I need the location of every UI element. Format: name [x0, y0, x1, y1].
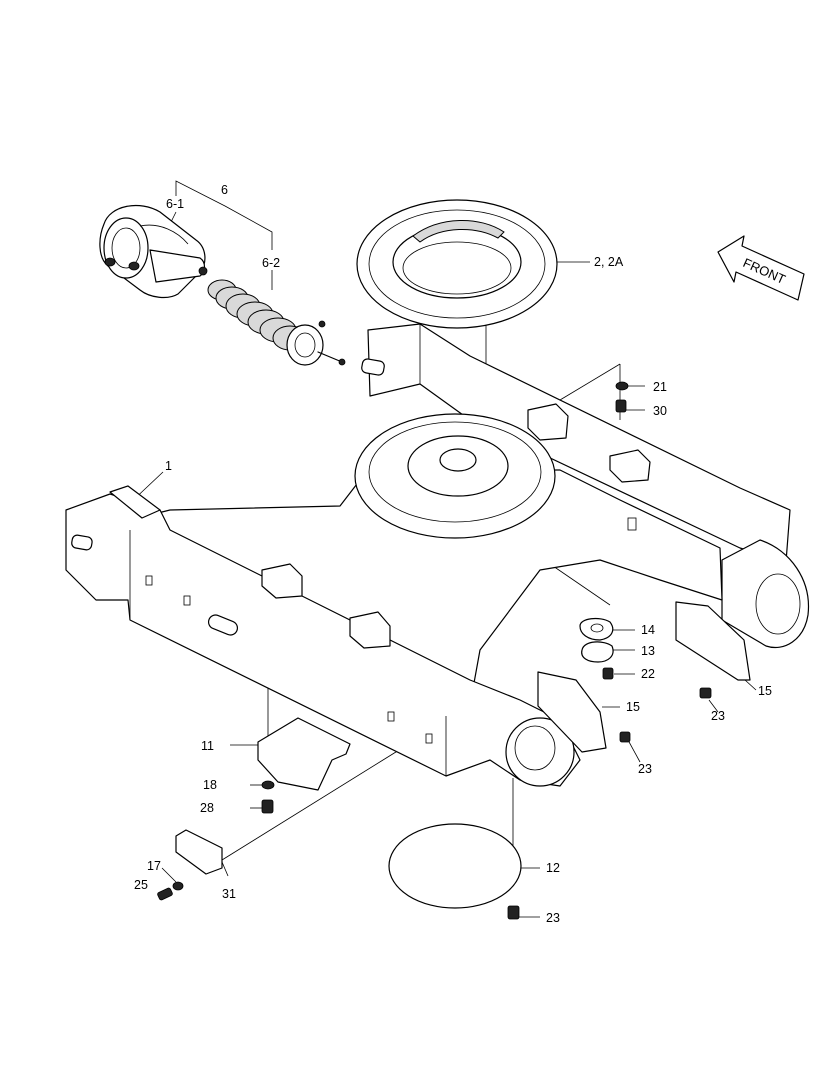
lower-frame [65, 323, 810, 787]
callout-6-2: 6-2 [262, 256, 280, 270]
recoil-spring [207, 279, 346, 366]
callout-15-right: 15 [758, 684, 772, 698]
callout-1: 1 [165, 459, 172, 473]
callout-12: 12 [546, 861, 560, 875]
callout-11: 11 [201, 739, 214, 753]
callout-28: 28 [200, 801, 214, 815]
callout-2-2a: 2, 2A [594, 255, 624, 269]
callout-25: 25 [134, 878, 148, 892]
callout-30: 30 [653, 404, 667, 418]
fasteners [157, 381, 712, 920]
callout-21: 21 [653, 380, 667, 394]
callout-22: 22 [641, 667, 655, 681]
callout-6-1: 6-1 [166, 197, 184, 211]
callout-6: 6 [221, 183, 228, 197]
callout-31: 31 [222, 887, 236, 901]
callout-23-right: 23 [711, 709, 725, 723]
callout-23-bottom: 23 [546, 911, 560, 925]
callout-15-left: 15 [626, 700, 640, 714]
callout-14: 14 [641, 623, 655, 637]
callout-23-mid: 23 [638, 762, 652, 776]
cover-plates [175, 601, 751, 909]
callout-labels: 6 6-1 6-2 2, 2A 21 30 1 14 13 22 15 23 1… [134, 183, 772, 925]
front-idler [99, 204, 208, 299]
swing-bearing [356, 199, 558, 329]
callout-18: 18 [203, 778, 217, 792]
callout-13: 13 [641, 644, 655, 658]
front-arrow-icon: FRONT [717, 235, 805, 301]
callout-17: 17 [147, 859, 161, 873]
